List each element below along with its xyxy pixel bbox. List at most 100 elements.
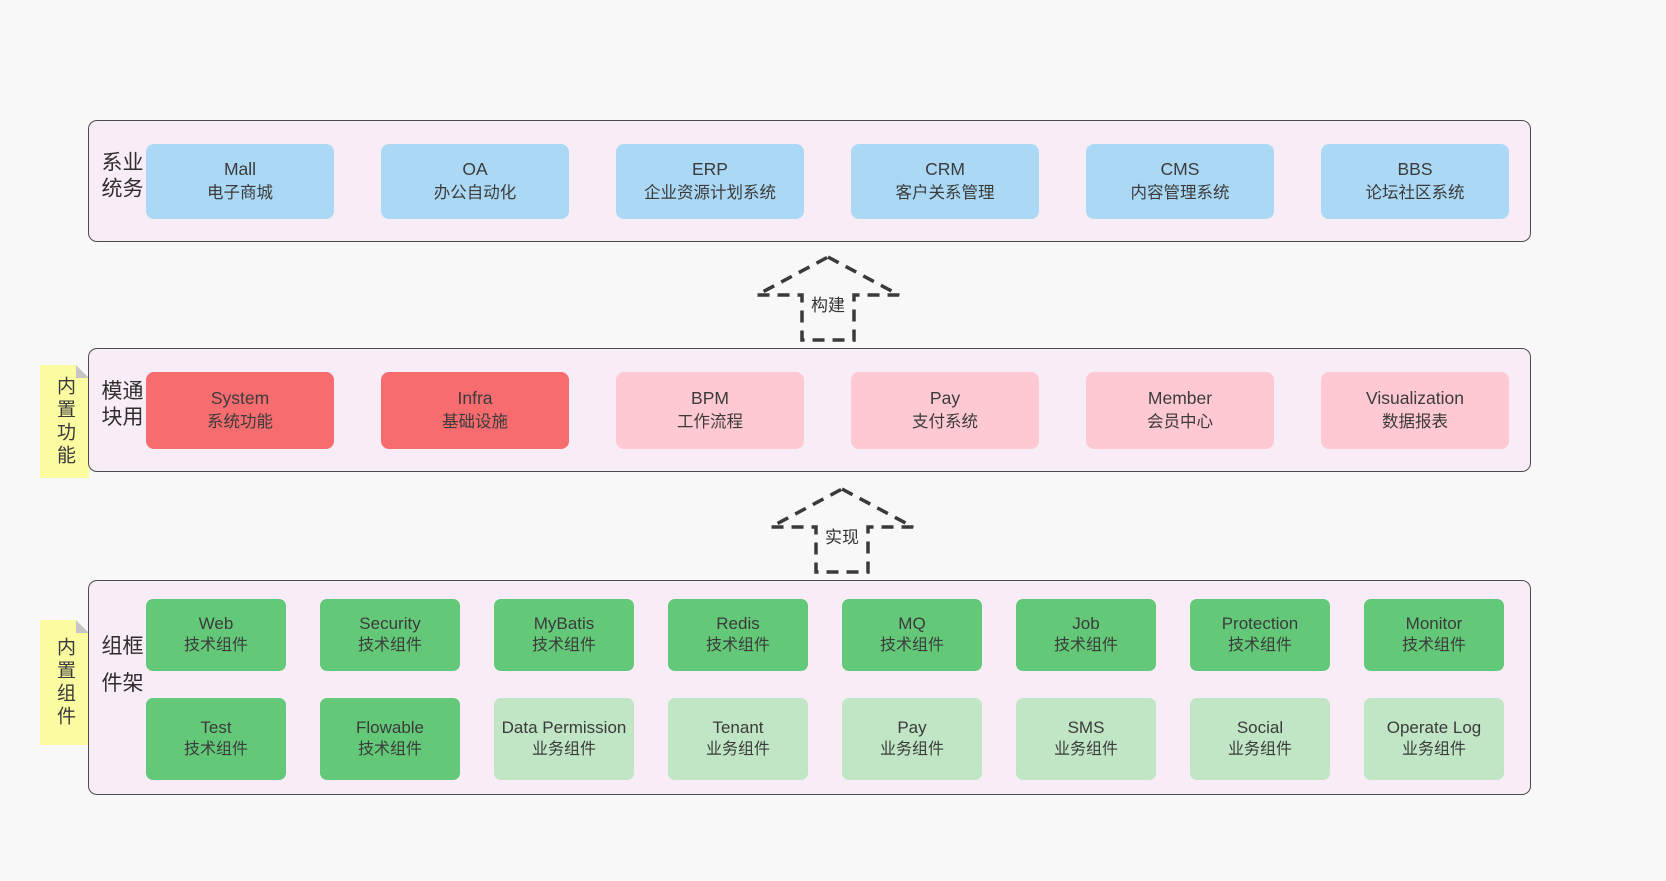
box-test: Test 技术组件 — [146, 698, 286, 780]
sticky-note-builtin-components: 内置组件 — [40, 620, 89, 745]
box-mybatis: MyBatis 技术组件 — [494, 599, 634, 671]
box-pay-business: Pay 业务组件 — [842, 698, 982, 780]
box-desc: 办公自动化 — [433, 183, 517, 202]
box-name: Mall — [223, 159, 257, 180]
box-name: ERP — [692, 159, 728, 180]
box-cms: CMS 内容管理系统 — [1086, 143, 1274, 219]
box-desc: 内容管理系统 — [1130, 183, 1230, 202]
box-desc: 技术组件 — [1401, 637, 1466, 655]
box-name: BPM — [691, 388, 729, 409]
box-name: MyBatis — [533, 614, 595, 634]
box-desc: 会员中心 — [1147, 412, 1213, 431]
box-name: Member — [1147, 388, 1213, 409]
box-name: CMS — [1160, 159, 1200, 180]
arrow-implement-label: 实现 — [821, 522, 863, 549]
box-desc: 业务组件 — [1401, 741, 1466, 759]
layer-common-modules: 通用模块 System 系统功能 Infra 基础设施 BPM 工作流程 Pay… — [88, 348, 1531, 472]
box-desc: 客户关系管理 — [895, 183, 995, 202]
box-name: Operate Log — [1386, 718, 1482, 738]
layer-framework-components: 框架组件 Web 技术组件 Security 技术组件 MyBatis 技术组件… — [88, 580, 1531, 795]
box-oa: OA 办公自动化 — [381, 143, 569, 219]
box-name: Web — [198, 614, 234, 634]
arrow-build: 构建 — [748, 252, 908, 344]
box-redis: Redis 技术组件 — [668, 599, 808, 671]
arrow-implement: 实现 — [762, 484, 922, 576]
arrow-build-label: 构建 — [807, 290, 849, 317]
box-name: Security — [359, 614, 421, 634]
layer-label-common-modules: 通用模块 — [99, 379, 143, 432]
box-desc: 技术组件 — [357, 741, 422, 759]
framework-components-row-2: Test 技术组件 Flowable 技术组件 Data Permission … — [146, 698, 1504, 780]
box-name: Monitor — [1405, 614, 1463, 634]
box-name: Pay — [929, 388, 961, 409]
layer-label-business-systems: 业务系统 — [99, 151, 143, 203]
box-mall: Mall 电子商城 — [146, 143, 334, 219]
box-name: Flowable — [355, 718, 425, 738]
box-tenant: Tenant 业务组件 — [668, 698, 808, 780]
box-desc: 企业资源计划系统 — [644, 183, 776, 202]
box-bpm: BPM 工作流程 — [616, 371, 804, 449]
box-infra: Infra 基础设施 — [381, 371, 569, 449]
sticky-note-label: 内置功能 — [54, 375, 75, 468]
box-desc: 技术组件 — [357, 637, 422, 655]
box-desc: 技术组件 — [183, 741, 248, 759]
box-erp: ERP 企业资源计划系统 — [616, 143, 804, 219]
box-name: Infra — [457, 388, 493, 409]
layer-label-framework-components: 框架组件 — [99, 634, 143, 709]
sticky-note-label: 内置组件 — [54, 636, 75, 729]
box-name: Redis — [716, 614, 760, 634]
box-desc: 系统功能 — [207, 412, 273, 431]
box-desc: 技术组件 — [183, 637, 248, 655]
box-data-permission: Data Permission 业务组件 — [494, 698, 634, 780]
dashed-up-arrow-icon — [770, 487, 914, 574]
box-desc: 技术组件 — [879, 637, 944, 655]
box-social: Social 业务组件 — [1190, 698, 1330, 780]
box-desc: 技术组件 — [705, 637, 770, 655]
box-desc: 基础设施 — [442, 412, 508, 431]
dashed-up-arrow-icon — [756, 255, 900, 342]
box-crm: CRM 客户关系管理 — [851, 143, 1039, 219]
layer-business-systems: 业务系统 Mall 电子商城 OA 办公自动化 ERP 企业资源计划系统 CRM… — [88, 120, 1531, 242]
box-name: Tenant — [712, 718, 764, 738]
box-flowable: Flowable 技术组件 — [320, 698, 460, 780]
box-name: Pay — [897, 718, 927, 738]
framework-components-row-1: Web 技术组件 Security 技术组件 MyBatis 技术组件 Redi… — [146, 599, 1504, 671]
box-operate-log: Operate Log 业务组件 — [1364, 698, 1504, 780]
box-desc: 工作流程 — [677, 412, 743, 431]
box-desc: 技术组件 — [531, 637, 596, 655]
box-name: System — [210, 388, 270, 409]
box-desc: 业务组件 — [879, 741, 944, 759]
box-desc: 业务组件 — [1053, 741, 1118, 759]
box-desc: 支付系统 — [912, 412, 978, 431]
box-desc: 电子商城 — [207, 183, 273, 202]
box-pay: Pay 支付系统 — [851, 371, 1039, 449]
box-job: Job 技术组件 — [1016, 599, 1156, 671]
box-security: Security 技术组件 — [320, 599, 460, 671]
box-name: Protection — [1221, 614, 1299, 634]
business-systems-box-row: Mall 电子商城 OA 办公自动化 ERP 企业资源计划系统 CRM 客户关系… — [146, 121, 1512, 241]
box-name: Data Permission — [501, 718, 627, 738]
box-monitor: Monitor 技术组件 — [1364, 599, 1504, 671]
box-visualization: Visualization 数据报表 — [1321, 371, 1509, 449]
box-member: Member 会员中心 — [1086, 371, 1274, 449]
sticky-note-builtin-functions: 内置功能 — [40, 365, 89, 478]
box-name: Visualization — [1366, 388, 1464, 409]
box-name: BBS — [1397, 159, 1433, 180]
box-desc: 技术组件 — [1227, 637, 1292, 655]
box-desc: 业务组件 — [531, 741, 596, 759]
box-web: Web 技术组件 — [146, 599, 286, 671]
box-name: Social — [1236, 718, 1284, 738]
box-desc: 论坛社区系统 — [1365, 183, 1465, 202]
box-name: CRM — [925, 159, 965, 180]
box-bbs: BBS 论坛社区系统 — [1321, 143, 1509, 219]
box-desc: 业务组件 — [705, 741, 770, 759]
box-system: System 系统功能 — [146, 371, 334, 449]
box-mq: MQ 技术组件 — [842, 599, 982, 671]
box-desc: 业务组件 — [1227, 741, 1292, 759]
box-name: Test — [200, 718, 232, 738]
common-modules-box-row: System 系统功能 Infra 基础设施 BPM 工作流程 Pay 支付系统… — [146, 349, 1512, 471]
box-desc: 数据报表 — [1382, 412, 1448, 431]
box-name: SMS — [1067, 718, 1105, 738]
box-name: MQ — [898, 614, 926, 634]
